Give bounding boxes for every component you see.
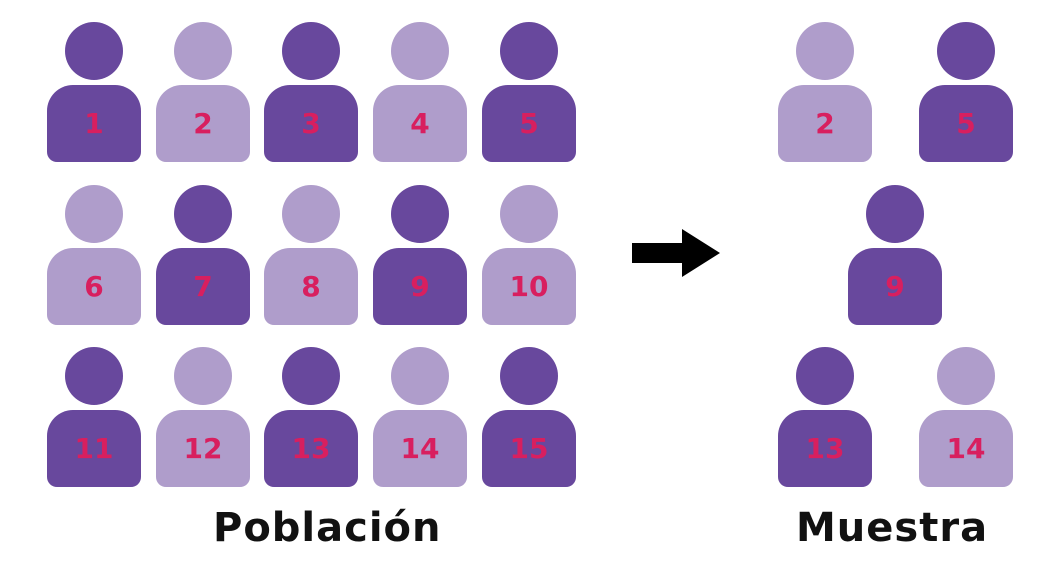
person-body: 12 <box>156 410 250 487</box>
person-number: 9 <box>885 269 905 303</box>
sample-person: 14 <box>919 347 1013 487</box>
population-person: 3 <box>264 22 358 162</box>
person-body: 4 <box>373 85 467 162</box>
population-person: 5 <box>482 22 576 162</box>
person-body: 5 <box>482 85 576 162</box>
person-number: 10 <box>509 269 549 303</box>
person-head <box>937 347 995 405</box>
person-number: 14 <box>400 431 440 465</box>
person-head <box>866 185 924 243</box>
person-head <box>391 22 449 80</box>
sample-person: 9 <box>848 185 942 325</box>
sample-person: 5 <box>919 22 1013 162</box>
person-body: 6 <box>47 248 141 325</box>
person-head <box>174 22 232 80</box>
person-body: 9 <box>373 248 467 325</box>
population-person: 14 <box>373 347 467 487</box>
population-person: 11 <box>47 347 141 487</box>
population-person: 8 <box>264 185 358 325</box>
population-person: 1 <box>47 22 141 162</box>
person-body: 11 <box>47 410 141 487</box>
person-body: 9 <box>848 248 942 325</box>
sample-person: 13 <box>778 347 872 487</box>
right-arrow-icon <box>632 229 720 277</box>
person-head <box>282 185 340 243</box>
person-number: 2 <box>815 106 835 140</box>
person-head <box>500 347 558 405</box>
person-head <box>500 185 558 243</box>
person-head <box>65 22 123 80</box>
person-body: 2 <box>156 85 250 162</box>
person-number: 5 <box>956 106 976 140</box>
population-person: 6 <box>47 185 141 325</box>
person-head <box>391 185 449 243</box>
person-body: 3 <box>264 85 358 162</box>
person-body: 7 <box>156 248 250 325</box>
person-body: 2 <box>778 85 872 162</box>
population-person: 9 <box>373 185 467 325</box>
person-number: 14 <box>946 431 986 465</box>
sample-person: 2 <box>778 22 872 162</box>
person-body: 13 <box>264 410 358 487</box>
person-number: 7 <box>193 269 213 303</box>
person-body: 14 <box>919 410 1013 487</box>
person-number: 15 <box>509 431 549 465</box>
person-head <box>937 22 995 80</box>
population-person: 2 <box>156 22 250 162</box>
person-head <box>65 185 123 243</box>
population-person: 7 <box>156 185 250 325</box>
population-person: 10 <box>482 185 576 325</box>
person-number: 3 <box>301 106 321 140</box>
person-body: 8 <box>264 248 358 325</box>
person-number: 8 <box>301 269 321 303</box>
population-person: 12 <box>156 347 250 487</box>
person-head <box>282 347 340 405</box>
person-number: 2 <box>193 106 213 140</box>
person-number: 13 <box>291 431 331 465</box>
person-number: 11 <box>74 431 114 465</box>
population-caption: Población <box>213 505 442 551</box>
sample-caption: Muestra <box>796 505 989 551</box>
person-head <box>174 185 232 243</box>
person-body: 15 <box>482 410 576 487</box>
person-head <box>65 347 123 405</box>
person-number: 13 <box>805 431 845 465</box>
person-number: 4 <box>410 106 430 140</box>
person-number: 12 <box>183 431 223 465</box>
person-number: 5 <box>519 106 539 140</box>
person-body: 5 <box>919 85 1013 162</box>
person-number: 6 <box>84 269 104 303</box>
person-body: 14 <box>373 410 467 487</box>
person-body: 10 <box>482 248 576 325</box>
person-head <box>391 347 449 405</box>
person-head <box>500 22 558 80</box>
person-head <box>796 347 854 405</box>
person-head <box>796 22 854 80</box>
person-body: 1 <box>47 85 141 162</box>
person-head <box>282 22 340 80</box>
person-body: 13 <box>778 410 872 487</box>
person-number: 1 <box>84 106 104 140</box>
population-person: 15 <box>482 347 576 487</box>
person-head <box>174 347 232 405</box>
population-person: 13 <box>264 347 358 487</box>
person-number: 9 <box>410 269 430 303</box>
population-person: 4 <box>373 22 467 162</box>
